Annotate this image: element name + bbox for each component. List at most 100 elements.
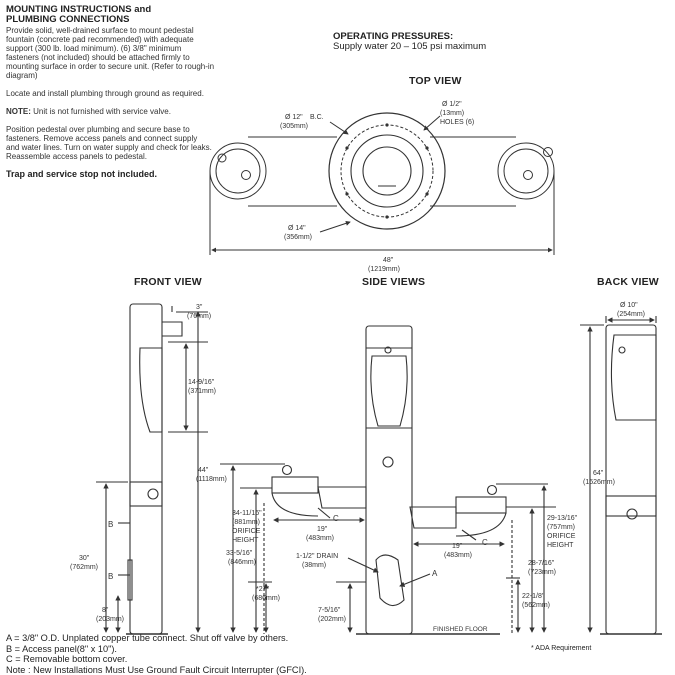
front-bubbler-icon <box>147 488 159 500</box>
dim-width-mm: (1219mm) <box>368 266 400 273</box>
instructions-title-line1: MOUNTING INSTRUCTIONS and <box>6 4 152 15</box>
left-side-bubbler-icon <box>281 464 293 476</box>
dim-orifice-right-label1: ORIFICE <box>547 533 576 540</box>
dim-top-width-mm: (76mm) <box>187 313 211 320</box>
right-bowl-inner <box>503 148 549 194</box>
dim-orifice-left-label1: ORIFICE <box>232 528 261 535</box>
para3-line: Reassemble access panels to pedestal. <box>6 152 147 161</box>
para3-line: Position pedestal over plumbing and secu… <box>6 125 190 134</box>
left-bowl-inner <box>215 148 261 194</box>
center-bubbler-icon <box>382 456 394 468</box>
side-view-center-column <box>336 325 500 635</box>
dim-28-mm: (723mm) <box>528 569 556 576</box>
dim-22: 22-1/8" <box>522 593 545 600</box>
side-view-right-fountain <box>409 483 556 634</box>
back-fountain-body <box>605 495 657 517</box>
dim-44-mm: (1118mm) <box>196 476 227 483</box>
front-fountain-body <box>129 481 163 507</box>
left-button-icon <box>217 153 227 163</box>
dim-holes-dia: Ø 1/2" <box>442 101 462 108</box>
finished-floor-label: FINISHED FLOOR <box>433 626 488 633</box>
dim-width: 48" <box>383 257 394 264</box>
dim-reach-left: 19" <box>317 526 328 533</box>
trap-note: Trap and service stop not included. <box>6 169 158 179</box>
note-label: NOTE: <box>6 107 31 116</box>
operating-pressures: OPERATING PRESSURES: Supply water 20 – 1… <box>333 32 486 52</box>
dim-27: *27" <box>256 586 270 593</box>
instructions-title: MOUNTING INSTRUCTIONS and PLUMBING CONNE… <box>6 5 151 25</box>
dim-bottle-height-mm: (371mm) <box>188 388 216 395</box>
front-access-panel <box>127 559 133 601</box>
dim-64: 64" <box>593 470 604 477</box>
dim-orifice-left: 34-11/16" <box>232 510 262 517</box>
dim-33: 33-5/16" <box>226 550 253 557</box>
note-line: NOTE: Unit is not furnished with service… <box>6 107 171 116</box>
pressures-text: Supply water 20 – 105 psi maximum <box>333 41 487 52</box>
right-bowl-curve <box>455 512 507 537</box>
center-drain-trap <box>375 554 405 607</box>
dim-drain-mm: (38mm) <box>302 562 326 569</box>
legend: A = 3/8" O.D. Unplated copper tube conne… <box>6 633 307 675</box>
right-fountain-arm <box>409 506 457 529</box>
right-bubbler-icon <box>523 170 533 180</box>
dimension-labels: Ø 12" B.C. (305mm) Ø 1/2" (13mm) HOLES (… <box>70 101 645 633</box>
pressures-title: OPERATING PRESSURES: <box>333 31 454 42</box>
dim-bc-label: B.C. <box>310 114 324 121</box>
dim-28: 28-7/16" <box>528 560 555 567</box>
dim-base-dia: Ø 14" <box>288 225 306 232</box>
dim-orifice-right-label2: HEIGHT <box>547 542 574 549</box>
label-c-right: C <box>482 538 488 547</box>
para3-line: and water lines. Turn on water supply an… <box>6 143 212 152</box>
back-bottle-filler-recess <box>610 334 657 421</box>
label-c-left: C <box>333 514 339 523</box>
side-views-title: SIDE VIEWS <box>362 276 426 288</box>
front-view-drawing <box>96 303 208 635</box>
dim-8: 8" <box>102 607 109 614</box>
dim-64-mm: (1626mm) <box>583 479 615 486</box>
legend-a: A = 3/8" O.D. Unplated copper tube conne… <box>6 633 289 643</box>
instructions-title-line2: PLUMBING CONNECTIONS <box>6 14 130 25</box>
left-fountain-arm <box>317 486 367 509</box>
label-a: A <box>432 569 438 578</box>
para1-line: support (300 lb. load minimum). (6) 3/8"… <box>6 44 182 53</box>
dim-reach-right-mm: (483mm) <box>444 552 472 559</box>
dim-27-mm: (686mm) <box>252 595 280 602</box>
dim-8-mm: (203mm) <box>96 616 124 623</box>
dim-7-mm: (202mm) <box>318 616 346 623</box>
note-text: Unit is not furnished with service valve… <box>30 107 171 116</box>
front-column-top <box>162 321 183 337</box>
legend-note: Note : New Installations Must Use Ground… <box>6 664 307 675</box>
front-view-title: FRONT VIEW <box>134 276 202 288</box>
dim-back-dia-mm: (254mm) <box>617 311 645 318</box>
side-view-left-fountain <box>220 463 367 634</box>
dim-back-dia: Ø 10" <box>620 302 638 309</box>
top-view-title: TOP VIEW <box>409 75 462 87</box>
center-bottle-filler-recess <box>370 355 408 427</box>
dim-30-mm: (762mm) <box>70 564 98 571</box>
top-view-drawing <box>209 112 555 255</box>
instructions-paragraph-1: Provide solid, well-drained surface to m… <box>6 26 214 80</box>
dim-holes-label: HOLES (6) <box>440 119 474 126</box>
dim-30: 30" <box>79 555 90 562</box>
back-view-drawing <box>580 316 662 635</box>
dim-44: 44" <box>198 467 209 474</box>
back-spout-icon <box>618 346 626 354</box>
dim-7: 7-5/16" <box>318 607 341 614</box>
front-pedestal-outline <box>129 303 163 635</box>
para3-line: fasteners. Remove access panels and conn… <box>6 134 198 143</box>
left-bowl-outline <box>209 142 267 200</box>
para1-line: fountain (concrete pad recommended) with… <box>6 35 194 44</box>
ada-note: * ADA Requirement <box>531 645 592 652</box>
dim-22-mm: (562mm) <box>522 602 550 609</box>
dim-bc-dia: Ø 12" <box>285 114 303 121</box>
left-bowl-curve <box>271 492 319 517</box>
dim-bottle-height: 14-9/16" <box>188 379 215 386</box>
front-bottle-filler-recess <box>139 347 163 433</box>
left-fountain-top <box>271 476 319 494</box>
dim-orifice-left-mm: (881mm) <box>232 519 260 526</box>
legend-b: B = Access panel(8" x 10"). <box>6 643 117 654</box>
dim-reach-left-mm: (483mm) <box>306 535 334 542</box>
column-outer <box>350 134 424 208</box>
left-bubbler-icon <box>241 170 251 180</box>
